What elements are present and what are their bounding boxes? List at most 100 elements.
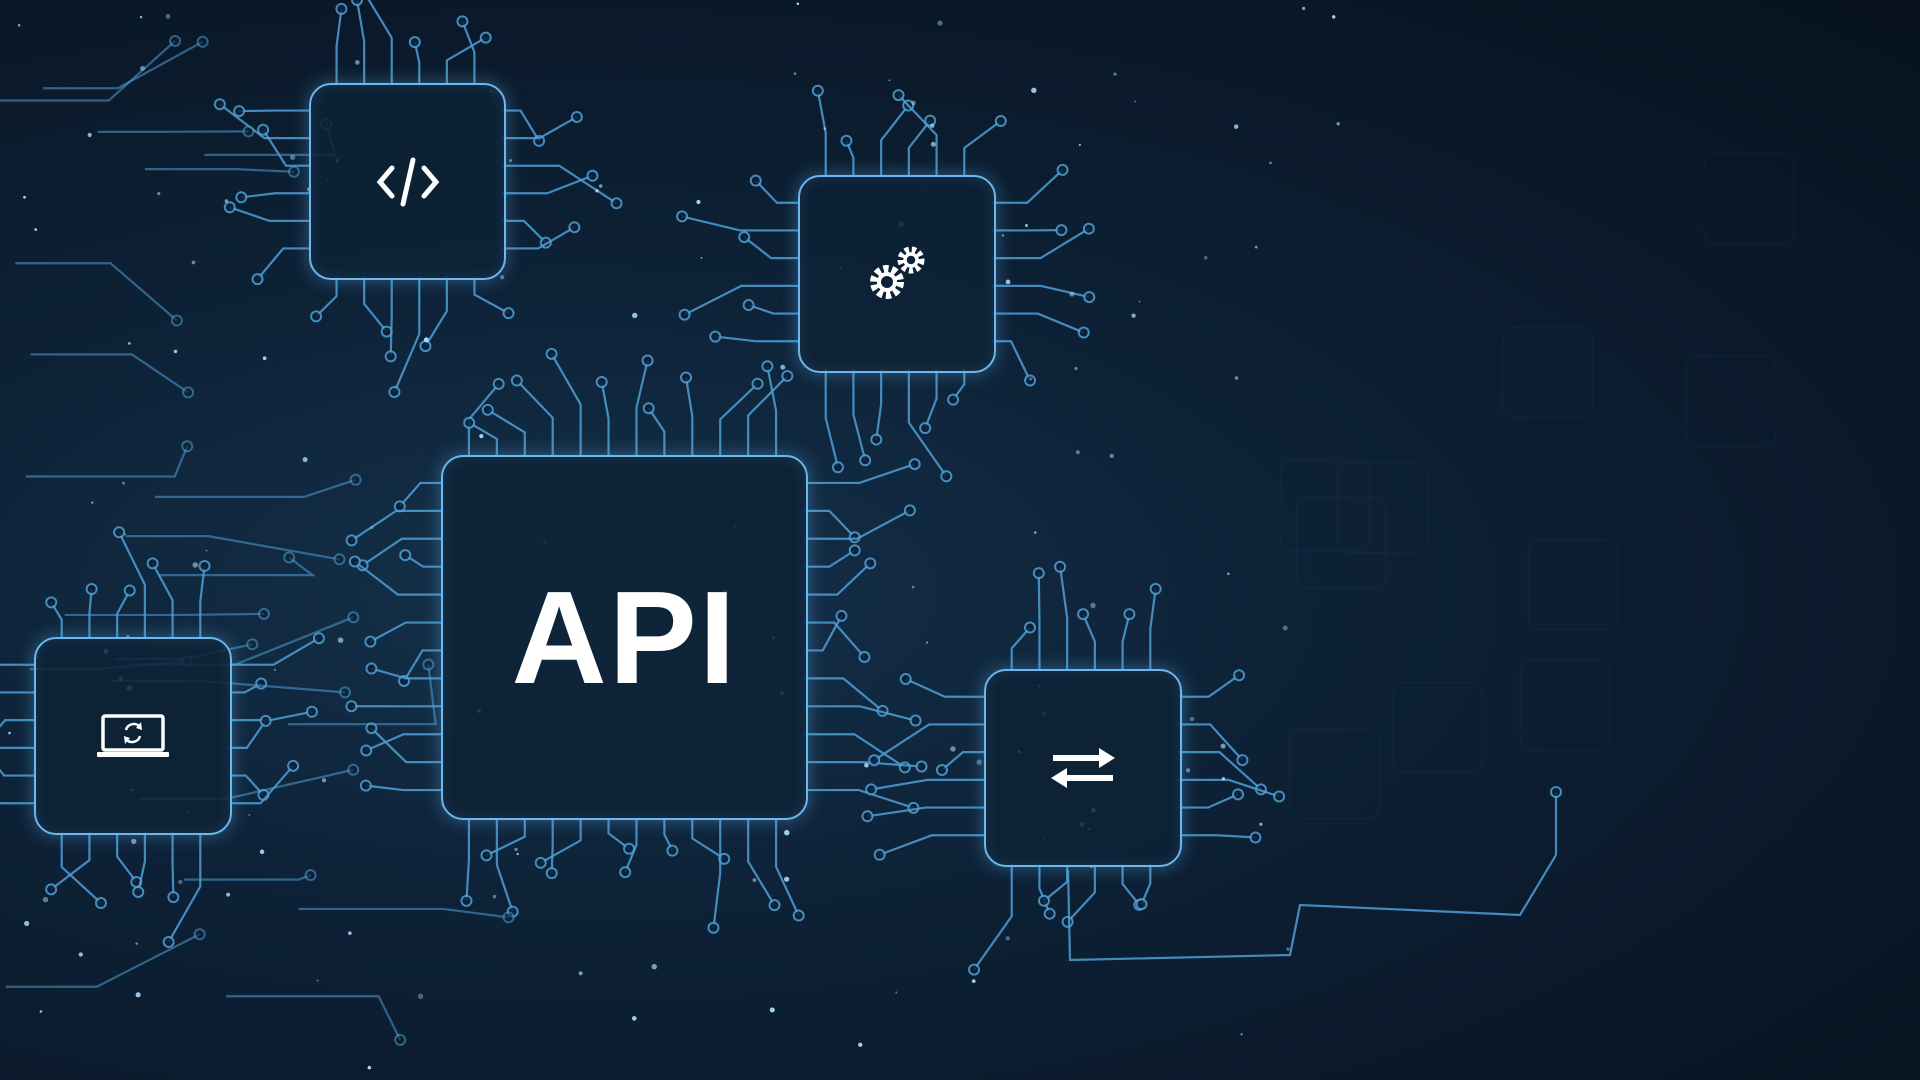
circuit-trace bbox=[404, 554, 441, 568]
sparkle bbox=[417, 993, 424, 1000]
circuit-trace bbox=[226, 995, 402, 1041]
circuit-trace bbox=[1140, 863, 1152, 905]
circuit-trace bbox=[199, 565, 206, 637]
trace-pad bbox=[287, 759, 300, 772]
sparkle bbox=[823, 127, 827, 130]
circuit-trace bbox=[1149, 588, 1157, 669]
sparkle bbox=[321, 778, 327, 783]
trace-pad bbox=[169, 34, 182, 47]
circuit-trace bbox=[607, 818, 630, 850]
trace-pad bbox=[761, 360, 774, 373]
circuit-trace bbox=[1037, 573, 1041, 669]
circuit-trace bbox=[158, 556, 317, 577]
circuit-trace bbox=[1010, 626, 1031, 669]
trace-pad bbox=[223, 201, 236, 214]
sparkle bbox=[950, 746, 956, 752]
sparkle bbox=[17, 23, 21, 27]
trace-pad bbox=[167, 891, 180, 904]
circuit-trace bbox=[228, 682, 262, 694]
trace-pad bbox=[1032, 567, 1045, 580]
sparkle bbox=[1131, 313, 1136, 318]
trace-pad bbox=[1024, 374, 1037, 387]
sparkle bbox=[1269, 161, 1272, 165]
sparkle bbox=[370, 526, 374, 530]
sparkle bbox=[780, 364, 786, 370]
circuit-trace bbox=[1066, 792, 1558, 962]
trace-pad bbox=[1149, 582, 1162, 595]
trace-pad bbox=[1135, 898, 1148, 911]
circuit-trace bbox=[941, 751, 984, 771]
sparkle bbox=[1024, 224, 1028, 228]
sparkle bbox=[1189, 716, 1195, 722]
trace-pad bbox=[935, 764, 948, 777]
trace-pad bbox=[251, 273, 264, 286]
circuit-trace bbox=[219, 103, 309, 140]
sparkle bbox=[248, 814, 251, 816]
circuit-trace bbox=[0, 719, 34, 728]
circuit-trace bbox=[502, 109, 541, 142]
circuit-trace bbox=[229, 206, 309, 222]
circuit-trace bbox=[0, 768, 34, 777]
trace-pad bbox=[1077, 608, 1090, 621]
trace-pad bbox=[859, 454, 872, 467]
circuit-trace bbox=[804, 705, 916, 722]
circuit-trace bbox=[354, 560, 441, 596]
faint-chip bbox=[1502, 326, 1594, 418]
circuit-trace bbox=[804, 615, 843, 652]
sparkle bbox=[173, 349, 178, 354]
circuit-trace bbox=[635, 360, 649, 455]
sparkle bbox=[796, 2, 800, 5]
faint-chip bbox=[1295, 497, 1387, 589]
trace-pad bbox=[479, 31, 492, 44]
circuit-trace bbox=[1059, 566, 1069, 669]
circuit-trace bbox=[992, 227, 1090, 260]
sparkle bbox=[700, 256, 703, 259]
circuit-trace bbox=[64, 612, 264, 617]
circuit-trace bbox=[540, 818, 582, 864]
trace-pad bbox=[1550, 786, 1562, 798]
trace-pad bbox=[903, 504, 916, 517]
sparkle bbox=[23, 195, 26, 199]
sparkle bbox=[500, 275, 505, 280]
sparkle bbox=[1033, 531, 1037, 534]
laptop-refresh-icon bbox=[97, 714, 169, 757]
trace-pad bbox=[502, 911, 515, 924]
trace-pad bbox=[768, 899, 781, 912]
sparkle bbox=[135, 992, 141, 998]
sparkle bbox=[348, 931, 352, 935]
trace-pad bbox=[132, 885, 145, 898]
circuit-trace bbox=[239, 109, 309, 113]
trace-pad bbox=[345, 534, 358, 547]
sparkle bbox=[354, 60, 360, 65]
circuit-trace bbox=[137, 831, 146, 893]
circuit-trace bbox=[256, 247, 309, 280]
trace-pad bbox=[235, 191, 248, 204]
trace-pad bbox=[419, 340, 432, 353]
sparkle bbox=[976, 759, 982, 765]
circuit-trace bbox=[1066, 863, 1096, 923]
trace-pad bbox=[365, 662, 378, 675]
circuit-trace bbox=[907, 119, 932, 175]
circuit-trace bbox=[804, 509, 911, 540]
trace-pad bbox=[333, 553, 346, 566]
sparkle bbox=[1336, 122, 1340, 126]
trace-pad bbox=[481, 403, 494, 416]
sparkle bbox=[598, 184, 603, 188]
sparkle bbox=[769, 1007, 775, 1013]
circuit-trace bbox=[804, 463, 916, 485]
circuit-trace bbox=[30, 353, 189, 394]
trace-pad bbox=[570, 110, 583, 123]
circuit-trace bbox=[624, 818, 638, 873]
faint-chip bbox=[1527, 539, 1619, 631]
circuit-trace bbox=[907, 369, 948, 477]
circuit-trace bbox=[167, 831, 202, 943]
trace-pad bbox=[1232, 788, 1245, 801]
faint-chip bbox=[1685, 355, 1777, 447]
circuit-trace bbox=[766, 366, 778, 455]
circuit-trace bbox=[1121, 613, 1131, 669]
trace-pad bbox=[940, 470, 953, 483]
sparkle bbox=[1227, 572, 1230, 576]
trace-pad bbox=[968, 963, 981, 976]
sparkle bbox=[1069, 291, 1075, 297]
circuit-trace bbox=[403, 649, 441, 682]
